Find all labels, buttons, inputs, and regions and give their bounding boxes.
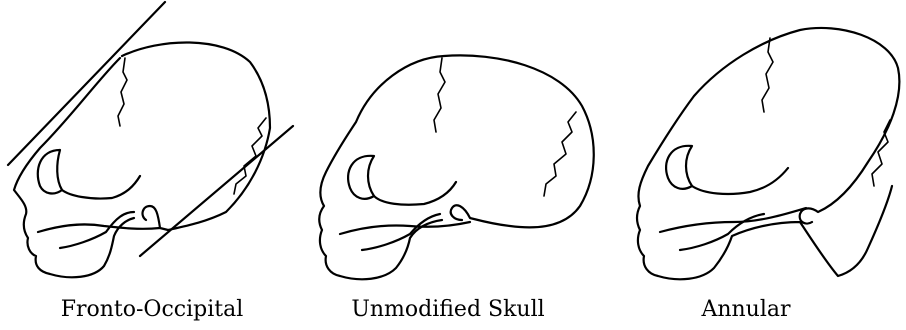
orbit: [38, 150, 62, 193]
cranium-outline: [319, 55, 594, 279]
zygomatic-arch: [62, 176, 140, 199]
mandible: [60, 212, 134, 248]
frontal-board-line: [8, 2, 165, 165]
zygomatic-arch: [692, 168, 788, 194]
occipital-board-line: [140, 126, 293, 256]
caption-unmodified-skull: Unmodified Skull: [298, 296, 598, 324]
cranium-outline: [14, 42, 270, 277]
skull-annular: [637, 28, 899, 279]
orbit: [666, 146, 692, 189]
orbit: [348, 156, 374, 199]
coronal-suture: [118, 58, 127, 126]
cranium-outline: [637, 28, 899, 279]
skull-unmodified: [319, 55, 594, 279]
coronal-suture: [762, 38, 773, 112]
mandible: [362, 214, 440, 250]
maxilla-line: [38, 224, 160, 232]
mandible: [680, 214, 764, 250]
skull-fronto-occipital: [8, 2, 293, 277]
caption-annular: Annular: [596, 296, 896, 324]
zygomatic-arch: [374, 182, 456, 205]
coronal-suture: [434, 58, 445, 132]
maxilla-line: [340, 222, 470, 234]
lambdoid-suture: [544, 112, 576, 196]
caption-fronto-occipital: Fronto-Occipital: [2, 296, 302, 324]
